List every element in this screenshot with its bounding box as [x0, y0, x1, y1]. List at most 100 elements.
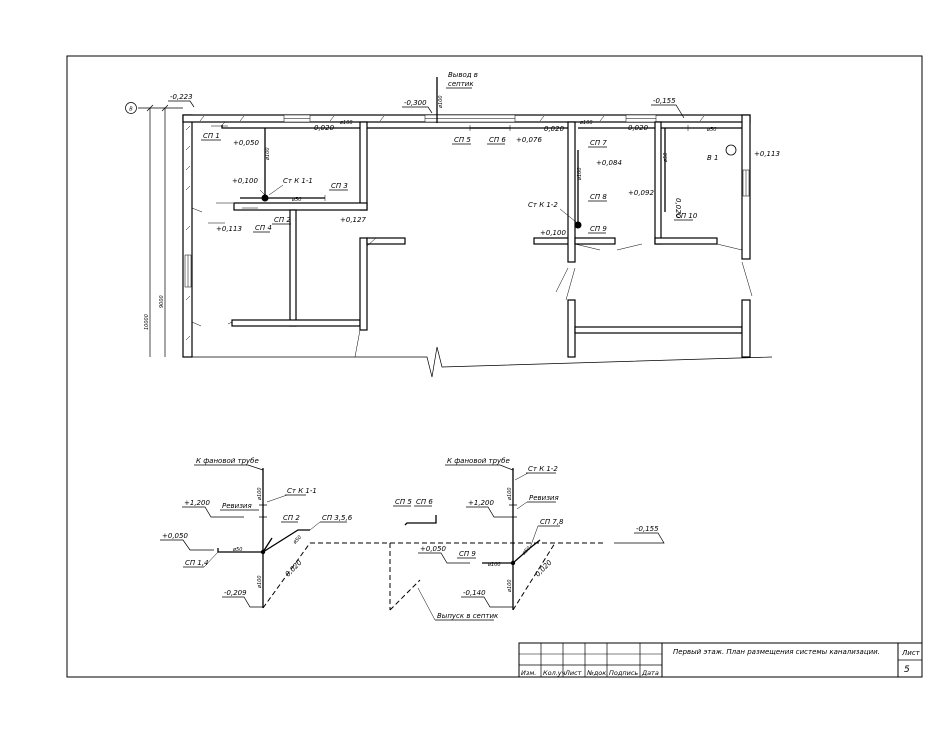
tag-sp10: СП 10	[676, 212, 698, 220]
svg-text:ø100: ø100	[487, 562, 501, 568]
wall-left	[182, 114, 193, 358]
axis-marker	[125, 102, 137, 114]
lvl-4: -0,300	[404, 99, 427, 107]
col-podpis: Подпись	[609, 669, 638, 677]
svg-text:ø50: ø50	[663, 153, 669, 163]
outlet-label-1: Вывод в	[448, 71, 478, 79]
dash-right-3	[389, 579, 421, 611]
lvl-15: 0,020	[674, 198, 682, 219]
fixture-b1	[725, 144, 737, 156]
svg-text:ø100: ø100	[265, 147, 271, 161]
branch-right	[482, 539, 541, 564]
lvl-6: 0,020	[544, 125, 565, 133]
right-revision: Ревизия	[529, 494, 559, 502]
tag-sp3: СП 3	[331, 182, 348, 190]
tag-stk12: Ст К 1-2	[528, 201, 558, 209]
lvl-16: +0,100	[540, 229, 566, 237]
sheet-frame	[66, 55, 923, 678]
lvl-5: +0,076	[516, 136, 542, 144]
dash-left-2	[262, 542, 311, 609]
wall-int-3	[289, 209, 297, 327]
right-sp6: СП 6	[416, 498, 433, 506]
outlet-label-2: септик	[448, 80, 474, 88]
left-sp14: СП 1,4	[185, 559, 209, 567]
svg-text:ø100: ø100	[579, 120, 593, 126]
left-revision: Ревизия	[222, 502, 252, 510]
wall-int-8	[567, 121, 576, 263]
wall-int-5	[359, 237, 368, 331]
wall-int-10	[654, 121, 662, 245]
axis-letter: В	[129, 107, 133, 113]
riser-stk12	[574, 221, 582, 229]
tag-sp4: СП 4	[255, 224, 272, 232]
svg-text:ø100: ø100	[257, 487, 263, 501]
svg-text:ø100: ø100	[507, 579, 513, 593]
left-sp356: СП 3,5,6	[322, 514, 353, 522]
lvl-3: 0,020	[314, 124, 335, 132]
svg-text:ø100: ø100	[438, 95, 444, 109]
lvl-14: +0,092	[628, 189, 654, 197]
right-vent: К фановой трубе	[447, 457, 510, 465]
lvl-9: +0,113	[754, 150, 780, 158]
tag-sp9: СП 9	[590, 225, 607, 233]
wall-int-4	[231, 319, 361, 327]
floor-plan: В 10000 9000 Вывод в септик ø100 ø100 ø5…	[125, 71, 780, 378]
tag-sp2: СП 2	[274, 216, 291, 224]
col-ndok: №док.	[586, 669, 608, 677]
col-data: Дата	[641, 669, 659, 677]
svg-text:ø100: ø100	[257, 575, 263, 589]
scheme-left: К фановой трубе Ст К 1-1 Ревизия +1,200 …	[160, 457, 390, 609]
lvl-8: 0,020	[628, 124, 649, 132]
lvl-11: +0,127	[340, 216, 366, 224]
col-list: Лист	[564, 669, 582, 677]
svg-text:ø50: ø50	[291, 535, 303, 547]
tag-sp8: СП 8	[590, 193, 607, 201]
tag-sp5: СП 5	[454, 136, 471, 144]
wall-int-9	[574, 237, 616, 245]
svg-text:ø50: ø50	[232, 547, 242, 553]
svg-text:ø50: ø50	[520, 546, 532, 558]
dim-inner-text: 9000	[159, 295, 165, 308]
wall-int-2	[233, 202, 368, 211]
wall-int-11	[654, 237, 718, 245]
sheet-number: 5	[904, 665, 910, 675]
right-sp5: СП 5	[395, 498, 412, 506]
right-sp78: СП 7,8	[540, 518, 564, 526]
wall-int-12	[567, 299, 576, 358]
left-lvl-mid: +0,050	[162, 532, 188, 540]
right-lvl-mid: +0,050	[420, 545, 446, 553]
tag-b1: В 1	[707, 154, 718, 162]
svg-text:ø100: ø100	[507, 487, 513, 501]
lvl-1: -0,223	[170, 93, 193, 101]
tag-stk11: Ст К 1-1	[283, 177, 313, 185]
svg-text:ø100: ø100	[339, 120, 353, 126]
right-lvl-bot: -0,140	[463, 589, 486, 597]
lvl-12: +0,113	[216, 225, 242, 233]
col-koluch: Кол.уч	[543, 669, 566, 677]
right-sp9: СП 9	[459, 550, 476, 558]
lvl-7: -0,155	[653, 97, 676, 105]
right-lvl-right: -0,155	[636, 525, 659, 533]
dim-outer-text: 10000	[144, 314, 150, 330]
title-block: Первый этаж. План размещения системы кан…	[518, 642, 923, 678]
left-riser: Ст К 1-1	[287, 487, 317, 495]
wall-int-1	[359, 121, 368, 211]
tag-sp6: СП 6	[489, 136, 506, 144]
right-lvl-top: +1,200	[468, 499, 494, 507]
left-lvl-top: +1,200	[184, 499, 210, 507]
branch-right-top	[404, 515, 437, 526]
left-vent: К фановой трубе	[196, 457, 259, 465]
svg-text:ø50: ø50	[291, 197, 301, 203]
riser-stk11	[261, 194, 269, 202]
wall-int-14	[741, 299, 751, 358]
break-line	[192, 346, 773, 378]
wall-int-6	[366, 237, 406, 245]
right-outlet: Выпуск в септик	[437, 612, 499, 620]
svg-text:ø50: ø50	[706, 127, 716, 133]
sheet-label: Лист	[901, 649, 921, 657]
title-text: Первый этаж. План размещения системы кан…	[673, 648, 880, 656]
left-slope: 0,020	[284, 558, 304, 578]
left-sp2: СП 2	[283, 514, 300, 522]
wall-int-13	[574, 326, 743, 334]
